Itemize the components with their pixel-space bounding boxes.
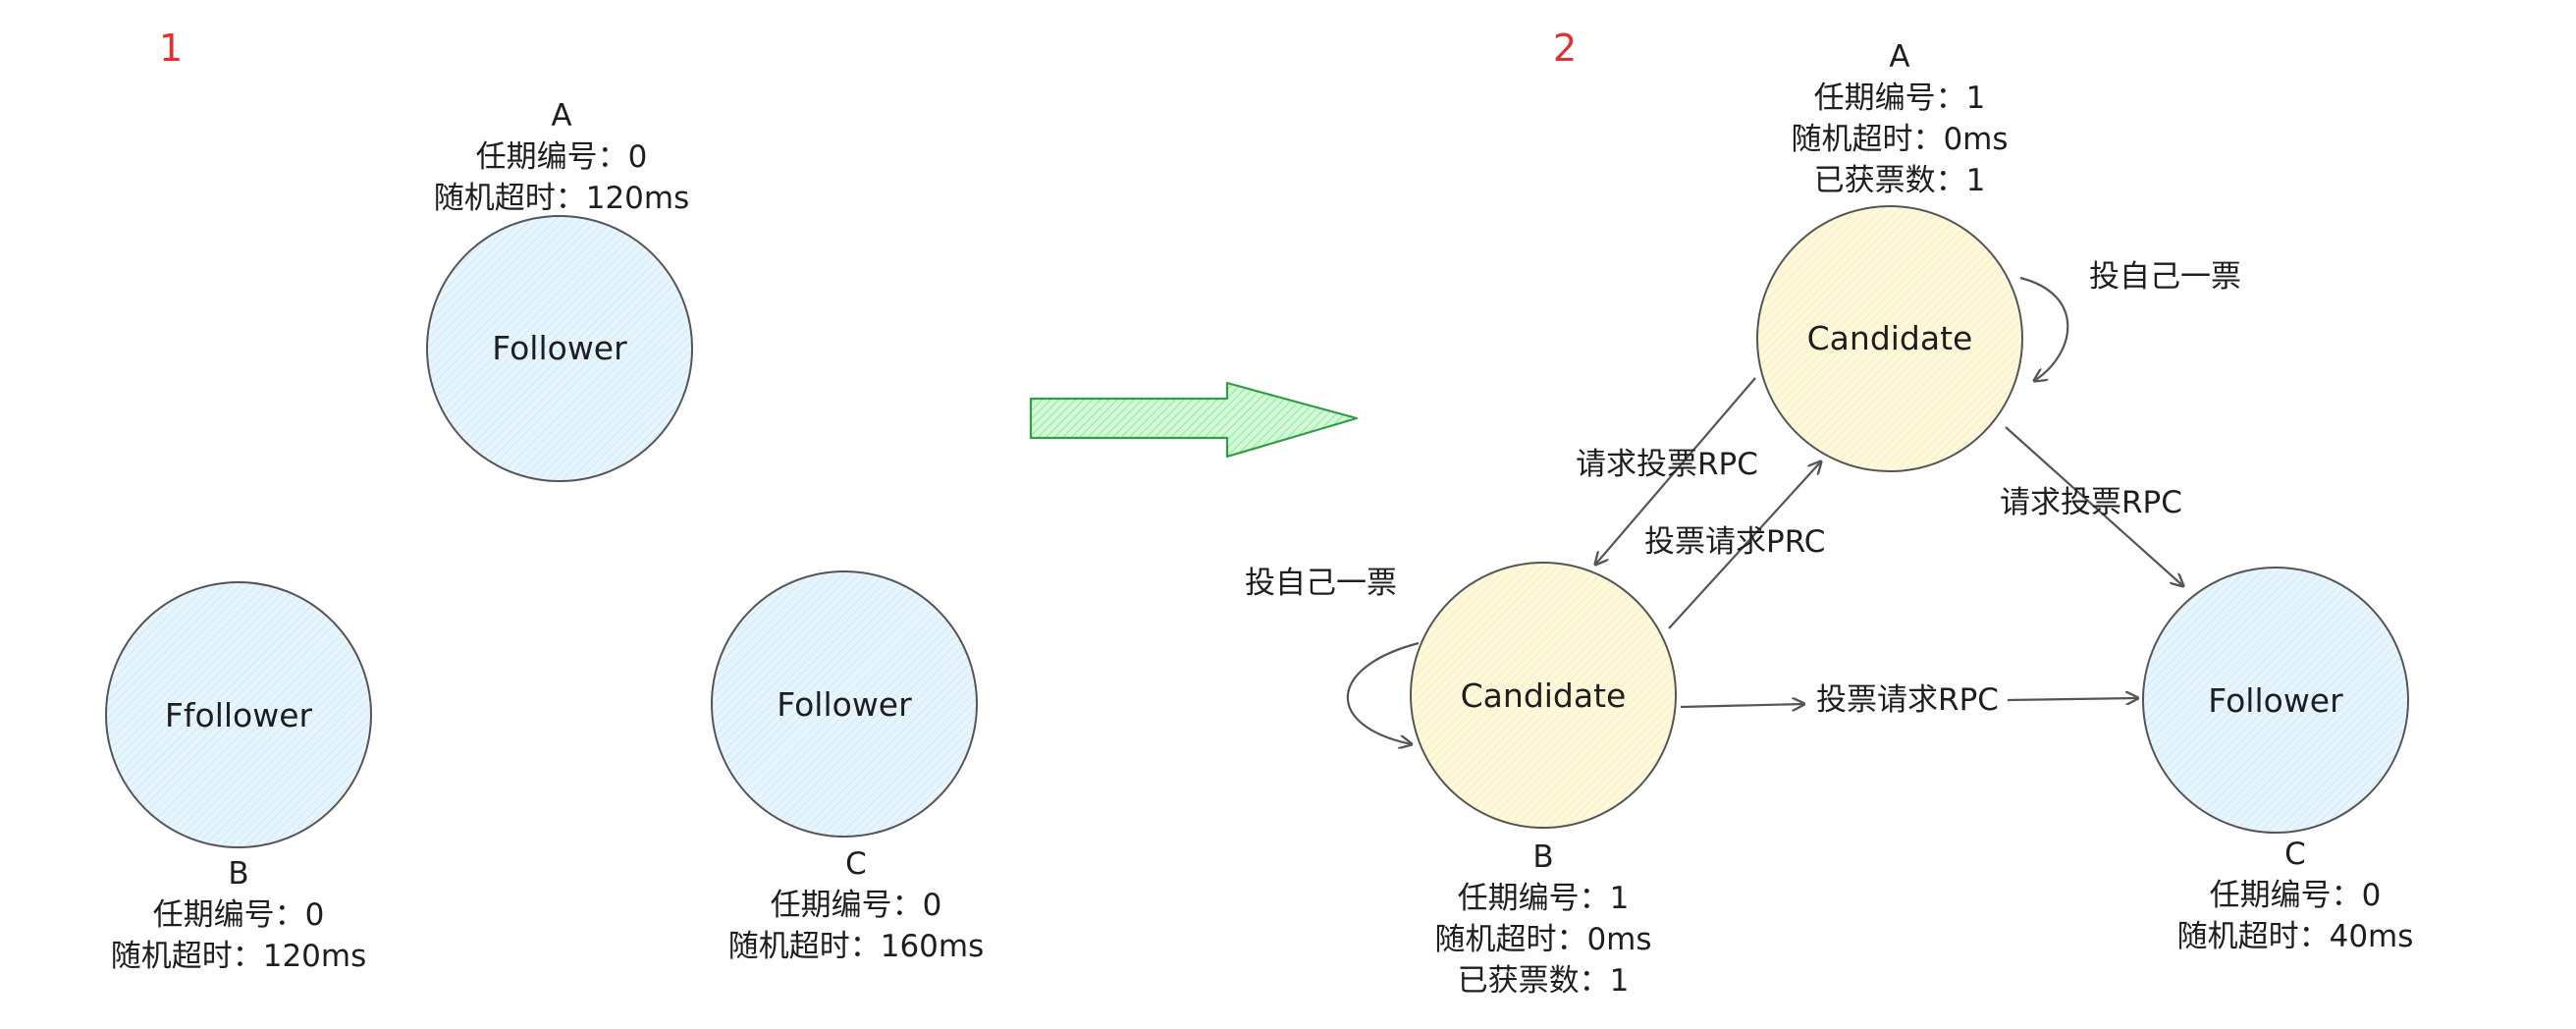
panel2-node-c-name: C (2284, 837, 2306, 872)
panel2-node-a-name: A (1889, 39, 1909, 75)
panel1-node-a-term: 任期编号：0 (476, 139, 648, 175)
panel2-node-a-votes: 已获票数：1 (1814, 163, 1986, 198)
panel1-node-b-name: B (228, 856, 248, 892)
panel1-node-a-name: A (551, 98, 571, 134)
edge-b-self-vote-label: 投自己一票 (1245, 566, 1397, 601)
edge-a-to-b-label: 请求投票RPC (1576, 447, 1758, 482)
panel2-node-c-state: Follower (2208, 681, 2343, 720)
edge-a-to-c-label: 请求投票RPC (2000, 485, 2182, 520)
transition-arrow (1029, 381, 1359, 459)
panel2-node-b-timeout: 随机超时：0ms (1434, 922, 1651, 957)
panel1-node-b-state: Ffollower (165, 696, 313, 734)
panel2-node-b-term: 任期编号：1 (1458, 881, 1630, 916)
panel1-node-c-state: Follower (777, 685, 912, 724)
edge-a-self-vote-label: 投自己一票 (2089, 259, 2241, 295)
edge-a-self-vote (2019, 276, 2069, 381)
edge-b-to-a (1668, 461, 1821, 629)
panel1-node-c-circle (711, 570, 978, 838)
panel1-node-c-term: 任期编号：0 (771, 888, 942, 923)
panel2-node-b-circle (1410, 562, 1677, 829)
edge-a-to-b (1595, 377, 1756, 565)
panel1-node-b-term: 任期编号：0 (153, 897, 325, 933)
panel2-node-b-state: Candidate (1461, 677, 1627, 715)
panel-2-number: 2 (1553, 27, 1577, 70)
panel1-node-c-timeout: 随机超时：160ms (728, 929, 985, 964)
panel2-node-c-term: 任期编号：0 (2210, 878, 2382, 913)
panel1-node-a-state: Follower (492, 329, 627, 367)
edge-b-to-c-tail (2007, 698, 2138, 700)
panel2-node-c-circle (2142, 567, 2409, 834)
edge-b-to-c-label: 投票请求RPC (1816, 682, 1999, 718)
panel1-node-c-name: C (845, 846, 867, 882)
panel2-node-a-term: 任期编号：1 (1814, 81, 1986, 116)
panel2-node-a-state: Candidate (1807, 319, 1973, 357)
panel2-node-c-timeout: 随机超时：40ms (2177, 919, 2414, 954)
panel1-node-b-timeout: 随机超时：120ms (111, 939, 367, 974)
panel1-node-b-circle (105, 581, 372, 848)
edge-b-to-a-label: 投票请求PRC (1644, 524, 1825, 560)
panel2-node-b-votes: 已获票数：1 (1458, 963, 1630, 999)
panel2-node-a-circle (1756, 205, 2023, 472)
panel1-node-a-timeout: 随机超时：120ms (434, 181, 690, 216)
edge-a-to-c (2005, 426, 2183, 586)
panel2-node-a-timeout: 随机超时：0ms (1791, 122, 2008, 157)
panel-1-number: 1 (159, 27, 183, 70)
edge-b-self-vote (1346, 641, 1420, 744)
edge-b-to-c (1680, 704, 1804, 707)
panel1-node-a-circle (426, 215, 693, 482)
panel2-node-b-name: B (1532, 839, 1553, 875)
